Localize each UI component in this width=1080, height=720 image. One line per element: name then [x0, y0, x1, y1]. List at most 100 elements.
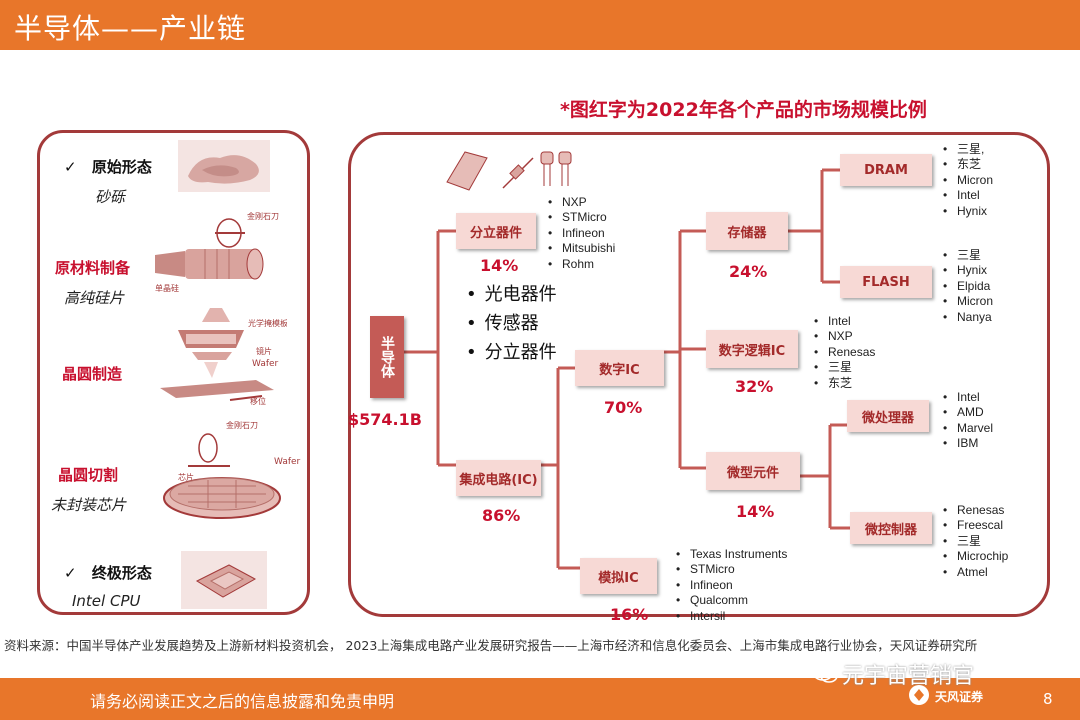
memory-box: 存储器 — [706, 212, 788, 250]
page-title: 半导体——产业链 — [14, 12, 247, 45]
list-item: Intel — [814, 314, 875, 330]
list-item: 光电器件 — [466, 280, 557, 309]
list-item: 三星, — [943, 142, 993, 158]
header-bar: 半导体——产业链 — [0, 0, 1080, 50]
list-item: Atmel — [943, 565, 1008, 581]
chip-label: 芯片 — [178, 472, 194, 482]
source-note: 资料来源：中国半导体产业发展趋势及上游新材料投资机会， 2023上海集成电路产业… — [4, 638, 978, 653]
lens-label: 镜片 — [256, 346, 272, 356]
list-item: NXP — [548, 195, 615, 211]
check-icon: ✓ — [64, 564, 77, 582]
logic-ic-box: 数字逻辑IC — [706, 330, 798, 368]
list-item: Renesas — [943, 503, 1008, 519]
analog-ic-box: 模拟IC — [580, 558, 657, 594]
root-semiconductor-box: 半导体 — [370, 316, 404, 398]
list-item: Infineon — [676, 578, 787, 594]
discrete-companies: NXP STMicro Infineon Mitsubishi Rohm — [548, 195, 615, 272]
list-item: Qualcomm — [676, 593, 787, 609]
photomask-label: 光学掩模板 — [248, 318, 287, 328]
components-image — [446, 151, 572, 191]
list-item: Intel — [943, 390, 993, 406]
list-item: Elpida — [943, 279, 993, 295]
list-item: 东芝 — [814, 376, 875, 392]
diamond-knife2-label: 金刚石刀 — [226, 420, 258, 430]
list-item: 三星 — [943, 248, 993, 264]
single-crystal-label: 单晶硅 — [155, 283, 179, 293]
wafer-label: Wafer — [252, 359, 279, 369]
list-item: Hynix — [943, 263, 993, 279]
ingot-image: 金刚石刀 单晶硅 — [155, 211, 279, 293]
stage-raw-sub: 砂砾 — [95, 188, 126, 206]
list-item: 分立器件 — [466, 338, 557, 367]
list-item: Intel — [943, 188, 993, 204]
market-share-note: *图红字为2022年各个产品的市场规模比例 — [560, 99, 927, 121]
company-logo-text: 天风证券 — [935, 690, 984, 704]
disclaimer-link[interactable]: 请务必阅读正文之后的信息披露和免责申明 — [90, 692, 395, 711]
list-item: Nanya — [943, 310, 993, 326]
watermark-text: 元宇宙营销官 — [842, 664, 975, 689]
micro-components-pct: 14% — [736, 502, 775, 521]
shift-label: 移位 — [250, 396, 266, 406]
microprocessor-box: 微处理器 — [847, 400, 929, 432]
list-item: Hynix — [943, 204, 993, 220]
check-icon: ✓ — [64, 158, 77, 176]
wafer2-label: Wafer — [274, 457, 301, 467]
list-item: Texas Instruments — [676, 547, 787, 563]
list-item: Intersil — [676, 609, 787, 625]
microcontroller-box: 微控制器 — [850, 512, 932, 544]
dram-box: DRAM — [840, 154, 932, 186]
list-item: Micron — [943, 173, 993, 189]
footer-bar: 请务必阅读正文之后的信息披露和免责申明 — [0, 678, 1080, 720]
discrete-products: 光电器件 传感器 分立器件 — [466, 280, 557, 367]
list-item: AMD — [943, 405, 993, 421]
list-item: Mitsubishi — [548, 241, 615, 257]
list-item: Freescal — [943, 518, 1008, 534]
stage-material-sub: 高纯硅片 — [64, 289, 125, 307]
flash-box: FLASH — [840, 266, 932, 298]
stage-fab: 晶圆制造 — [62, 365, 123, 383]
ic-pct: 86% — [482, 506, 521, 525]
micro-components-box: 微型元件 — [706, 452, 800, 490]
list-item: Micron — [943, 294, 993, 310]
stage-dicing: 晶圆切割 — [58, 466, 119, 484]
microcontroller-companies: Renesas Freescal 三星 Microchip Atmel — [943, 503, 1008, 581]
memory-pct: 24% — [729, 262, 768, 281]
digital-ic-box: 数字IC — [575, 350, 664, 386]
logic-companies: Intel NXP Renesas 三星 东芝 — [814, 314, 875, 392]
list-item: IBM — [943, 436, 993, 452]
list-item: 东芝 — [943, 157, 993, 173]
stage-material: 原材料制备 — [55, 259, 131, 277]
list-item: Marvel — [943, 421, 993, 437]
logic-ic-pct: 32% — [735, 377, 774, 396]
cpu-image — [181, 551, 267, 609]
wafer-dicing-image: 金刚石刀 Wafer 芯片 — [163, 420, 301, 519]
page-number: 8 — [1043, 690, 1053, 708]
process-panel — [37, 130, 310, 615]
stage-raw-label: 原始形态 — [91, 158, 152, 176]
company-logo-icon — [909, 685, 929, 705]
list-item: STMicro — [676, 562, 787, 578]
stage-raw: ✓ 原始形态 — [64, 156, 152, 177]
integrated-circuit-box: 集成电路(IC) — [456, 460, 541, 496]
stage-final: ✓ 终极形态 — [64, 562, 152, 583]
list-item: Microchip — [943, 549, 1008, 565]
list-item: 三星 — [943, 534, 1008, 550]
dram-companies: 三星, 东芝 Micron Intel Hynix — [943, 142, 993, 220]
analog-ic-pct: 16% — [610, 605, 649, 624]
list-item: STMicro — [548, 210, 615, 226]
flash-companies: 三星 Hynix Elpida Micron Nanya — [943, 248, 993, 326]
wafer-fab-image: 光学掩模板 镜片 Wafer 移位 — [160, 308, 287, 406]
list-item: Renesas — [814, 345, 875, 361]
wechat-icon — [812, 663, 838, 683]
list-item: 三星 — [814, 360, 875, 376]
diamond-knife-label: 金刚石刀 — [247, 211, 279, 221]
sand-image — [178, 140, 270, 192]
discrete-devices-box: 分立器件 — [456, 213, 536, 249]
stage-dicing-sub: 未封装芯片 — [51, 496, 127, 514]
list-item: 传感器 — [466, 309, 557, 338]
stage-final-sub: Intel CPU — [72, 592, 141, 610]
analog-companies: Texas Instruments STMicro Infineon Qualc… — [676, 547, 787, 625]
stage-final-label: 终极形态 — [91, 564, 152, 582]
list-item: NXP — [814, 329, 875, 345]
discrete-pct: 14% — [480, 256, 519, 275]
